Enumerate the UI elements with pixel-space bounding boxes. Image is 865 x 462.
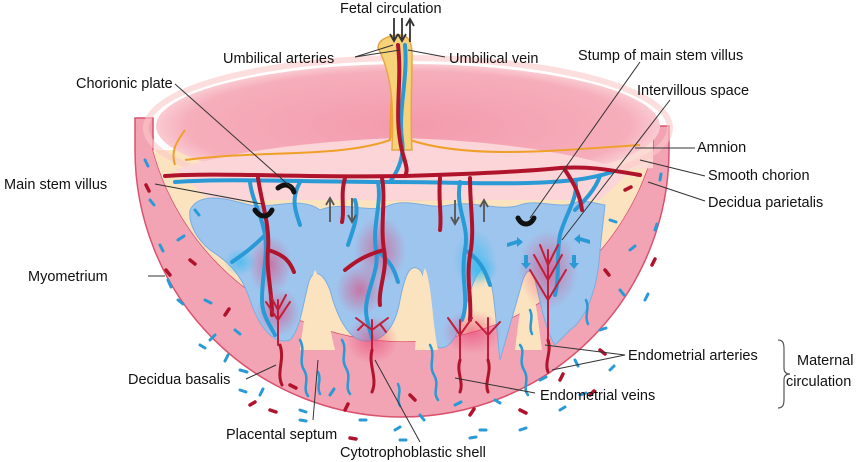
label-myometrium: Myometrium	[28, 269, 108, 285]
label-endometrial-arteries: Endometrial arteries	[628, 348, 758, 364]
label-intervillous-space: Intervillous space	[637, 83, 749, 99]
stump-markers	[252, 182, 537, 227]
decidua-fragments	[166, 185, 637, 432]
label-stump-main-stem-villus: Stump of main stem villus	[578, 48, 743, 64]
maternal-flow-arrows	[507, 234, 590, 269]
maternal-bracket	[777, 339, 791, 409]
label-main-stem-villus: Main stem villus	[4, 177, 107, 193]
flow-arrows	[325, 196, 489, 226]
label-umbilical-arteries: Umbilical arteries	[223, 51, 334, 67]
label-fetal-circulation: Fetal circulation	[340, 1, 442, 17]
label-chorionic-plate: Chorionic plate	[76, 76, 173, 92]
label-decidua-basalis: Decidua basalis	[128, 372, 230, 388]
label-umbilical-vein: Umbilical vein	[449, 51, 538, 67]
leader-lines	[148, 44, 706, 443]
spiral-artery-trees	[265, 244, 567, 361]
label-maternal: Maternal	[797, 353, 853, 369]
label-placental-septum: Placental septum	[226, 427, 337, 443]
label-endometrial-veins: Endometrial veins	[540, 388, 655, 404]
label-cytotrophoblastic-shell: Cytotrophoblastic shell	[340, 445, 486, 461]
myometrium-fragments	[143, 158, 663, 442]
label-circulation: circulation	[786, 374, 851, 390]
maternal-artery-trunks	[278, 338, 551, 394]
label-decidua-parietalis: Decidua parietalis	[708, 195, 823, 211]
fetal-circulation-arrows	[389, 17, 415, 43]
label-smooth-chorion: Smooth chorion	[708, 168, 810, 184]
text-labels: Fetal circulation Umbilical arteries Umb…	[4, 1, 853, 461]
maternal-vein-squiggles	[298, 298, 590, 408]
fetal-arteries	[163, 43, 642, 322]
placental-septa	[300, 268, 542, 350]
label-amnion: Amnion	[697, 140, 746, 156]
